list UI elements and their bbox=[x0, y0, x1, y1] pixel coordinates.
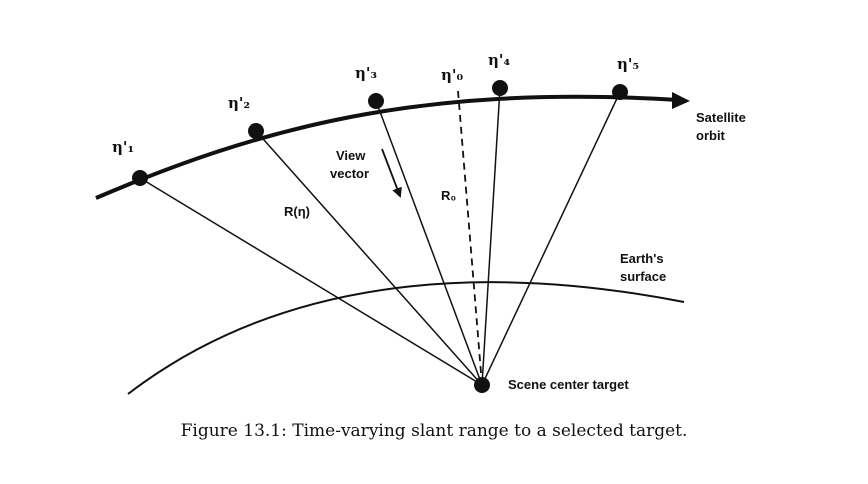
figure-caption: Figure 13.1: Time-varying slant range to… bbox=[180, 421, 688, 441]
satellite-position-eta2 bbox=[248, 123, 264, 139]
satellite-position-eta5 bbox=[612, 84, 628, 100]
range-line-eta3 bbox=[375, 100, 483, 386]
label-eta5: η'₅ bbox=[617, 55, 639, 73]
view-vector-arrow bbox=[381, 148, 402, 198]
satellite-orbit-curve bbox=[95, 94, 679, 200]
label-eta1: η'₁ bbox=[112, 138, 134, 156]
orbit-arrow-head bbox=[672, 92, 690, 109]
closest-range-label: R₀ bbox=[441, 188, 456, 203]
range-line-eta4 bbox=[481, 87, 501, 386]
label-eta0: η'₀ bbox=[441, 66, 463, 84]
range-line-eta5 bbox=[481, 91, 621, 386]
satellite-position-eta1 bbox=[132, 170, 148, 186]
label-eta2: η'₂ bbox=[228, 94, 250, 112]
range-line-eta1 bbox=[139, 177, 483, 386]
slant-range-label: R(η) bbox=[284, 204, 310, 219]
range-line-eta2 bbox=[255, 130, 483, 386]
satellite-orbit-label: Satellite orbit bbox=[696, 110, 749, 143]
range-line-r0 bbox=[457, 90, 483, 386]
label-eta4: η'₄ bbox=[488, 51, 510, 69]
earth-surface-curve bbox=[127, 281, 685, 395]
scene-center-target-dot bbox=[474, 377, 490, 393]
view-vector-label: View vector bbox=[330, 148, 369, 181]
earth-surface-label: Earth's surface bbox=[620, 251, 667, 284]
satellite-position-eta4 bbox=[492, 80, 508, 96]
satellite-position-eta3 bbox=[368, 93, 384, 109]
scene-center-target-label: Scene center target bbox=[508, 377, 629, 392]
label-eta3: η'₃ bbox=[355, 64, 377, 82]
